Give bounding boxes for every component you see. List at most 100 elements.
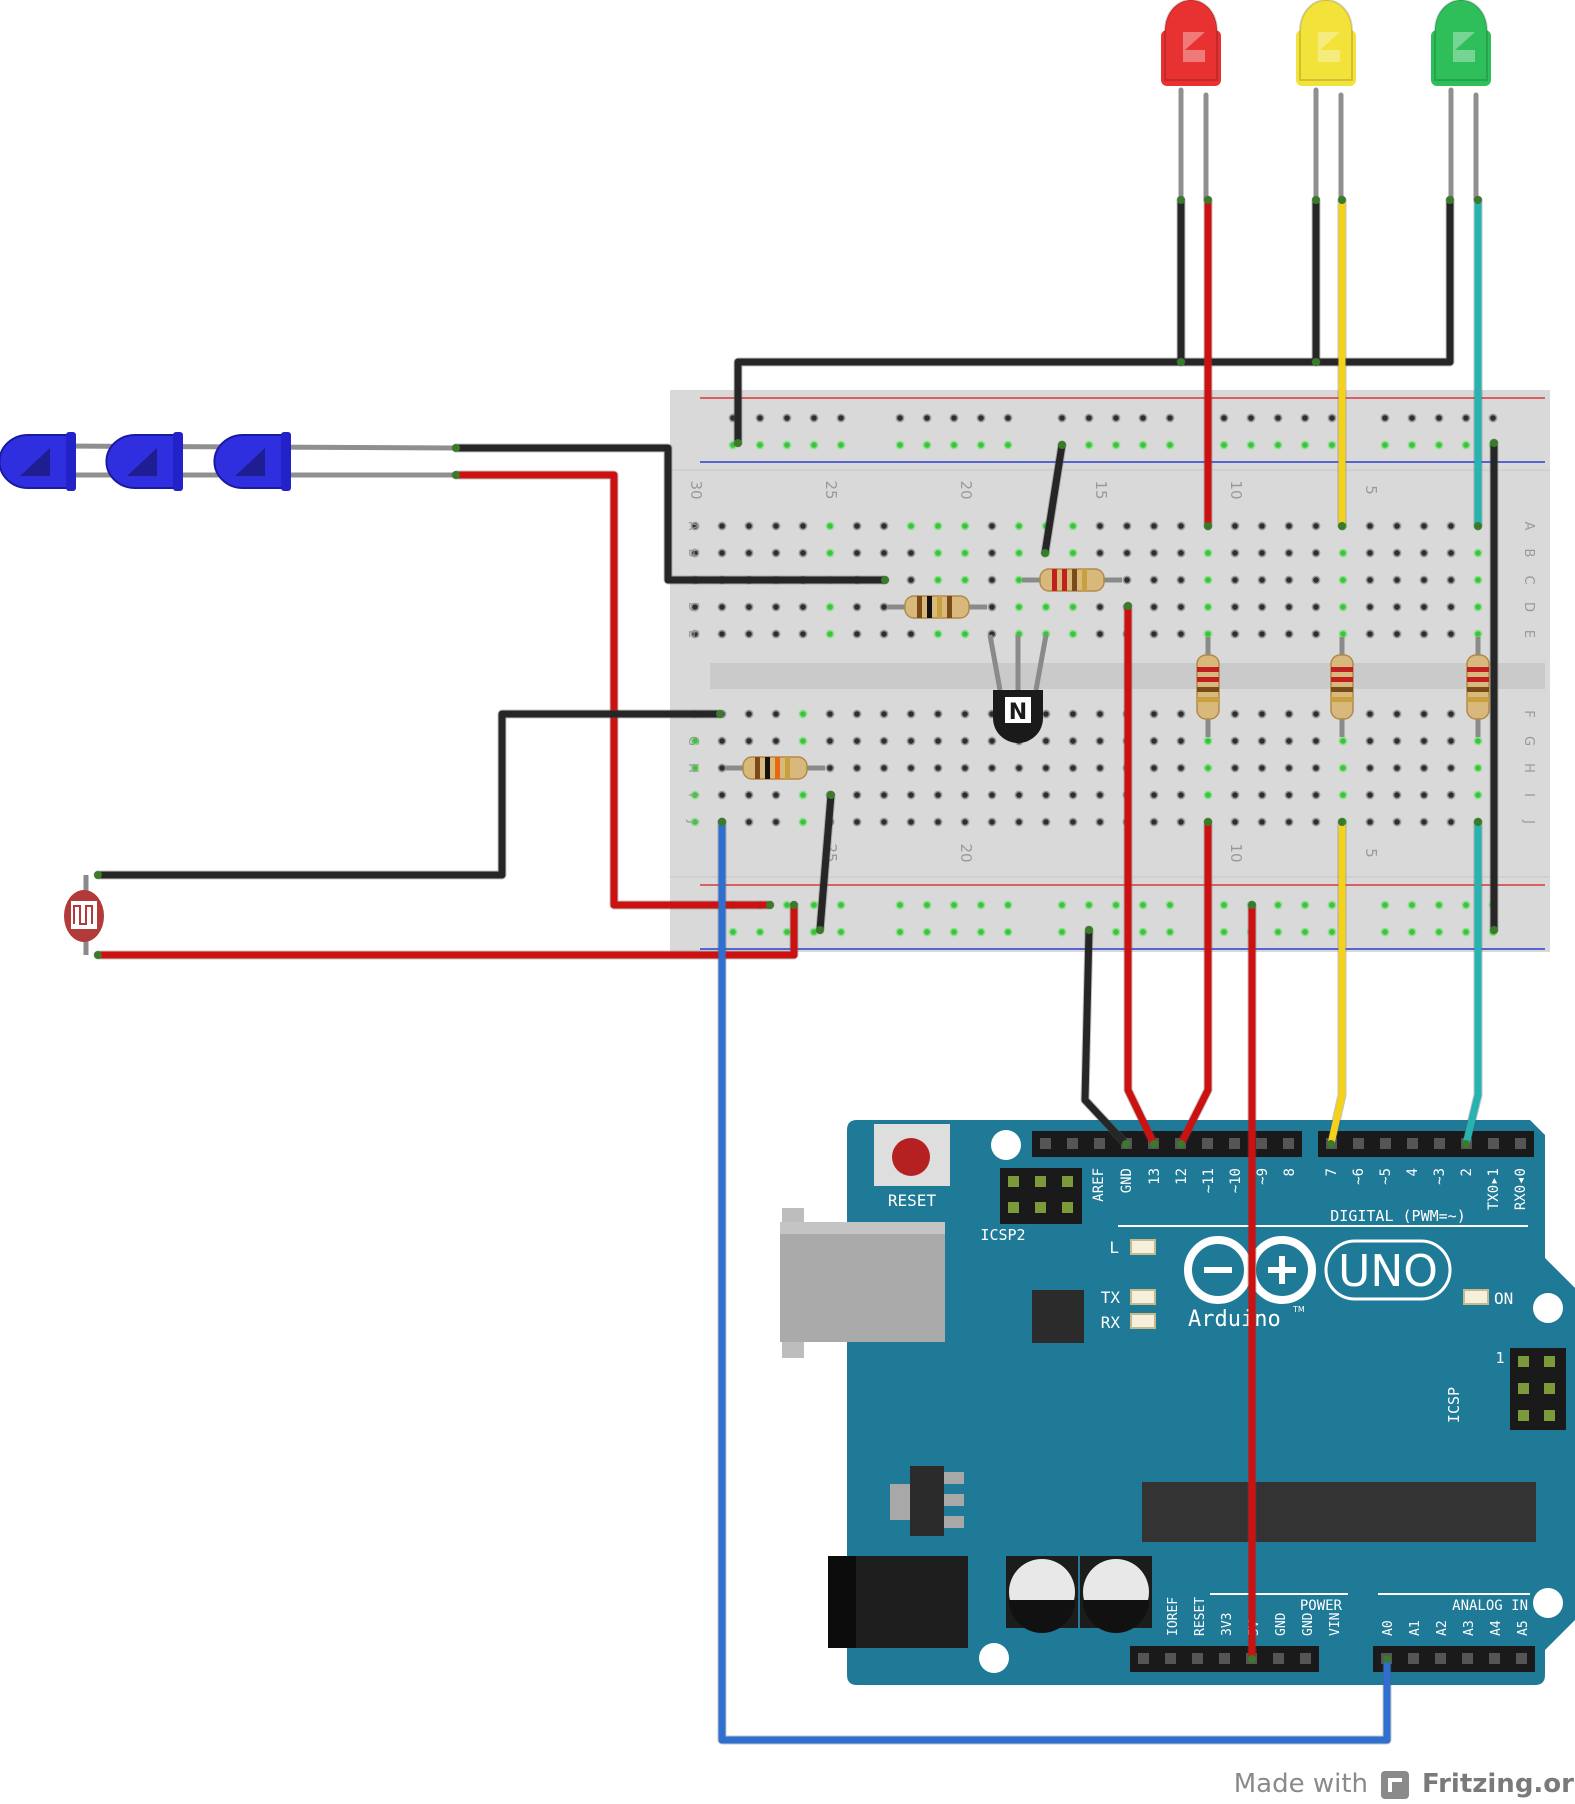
breadboard-hole bbox=[690, 817, 700, 827]
analog-header-pin bbox=[1408, 1653, 1419, 1664]
breadboard-hole bbox=[1041, 817, 1051, 827]
rail-hole bbox=[836, 440, 846, 450]
resistor-yellow-led bbox=[1330, 637, 1354, 737]
power-pin-label: 3V3 bbox=[1220, 1613, 1235, 1636]
breadboard-hole bbox=[1419, 763, 1429, 773]
row-letter: C bbox=[1521, 575, 1536, 584]
breadboard-hole bbox=[1257, 629, 1267, 639]
breadboard-hole bbox=[933, 817, 943, 827]
breadboard-hole bbox=[798, 709, 808, 719]
breadboard-hole bbox=[1203, 575, 1213, 585]
breadboard-hole bbox=[1176, 709, 1186, 719]
rail-hole bbox=[1300, 440, 1310, 450]
mounting-hole bbox=[979, 1643, 1009, 1673]
breadboard-hole bbox=[771, 521, 781, 531]
digital-header-a-pin bbox=[1202, 1138, 1213, 1149]
breadboard-hole bbox=[1392, 629, 1402, 639]
power-header-pin bbox=[1192, 1653, 1203, 1664]
regulator-pin bbox=[944, 1472, 964, 1484]
led-l bbox=[1130, 1239, 1156, 1255]
breadboard-hole bbox=[1284, 575, 1294, 585]
rail-hole bbox=[1327, 900, 1337, 910]
row-letter: D bbox=[1521, 602, 1536, 612]
breadboard-hole bbox=[744, 790, 754, 800]
breadboard-hole bbox=[1176, 736, 1186, 746]
breadboard-hole bbox=[1311, 817, 1321, 827]
breadboard-hole bbox=[1338, 602, 1348, 612]
breadboard-hole bbox=[987, 817, 997, 827]
made-with-label: Made with bbox=[1234, 1769, 1368, 1799]
rail-hole bbox=[1057, 413, 1067, 423]
breadboard-hole bbox=[960, 736, 970, 746]
breadboard-hole bbox=[1095, 548, 1105, 558]
breadboard-hole bbox=[852, 602, 862, 612]
breadboard-hole bbox=[1176, 790, 1186, 800]
breadboard-hole bbox=[1122, 575, 1132, 585]
breadboard-hole bbox=[1338, 763, 1348, 773]
digital-pin-label: 13 bbox=[1147, 1168, 1163, 1185]
resistor-band bbox=[1467, 687, 1489, 692]
icsp-pin bbox=[1544, 1356, 1555, 1367]
wire-gnd-arduino bbox=[1081, 926, 1130, 1148]
rail-hole bbox=[949, 440, 959, 450]
digital-pin-label: TX0▸1 bbox=[1486, 1168, 1502, 1210]
resistor-band bbox=[1197, 667, 1219, 672]
breadboard-hole bbox=[1365, 709, 1375, 719]
digital-header-b-pin bbox=[1407, 1138, 1418, 1149]
rail-hole bbox=[1407, 440, 1417, 450]
breadboard-hole bbox=[933, 629, 943, 639]
analog-header-body bbox=[1373, 1646, 1535, 1672]
breadboard-hole bbox=[1257, 521, 1267, 531]
row-letter: B bbox=[685, 549, 700, 558]
rail-hole bbox=[1461, 440, 1471, 450]
wire-pin7-end bbox=[1327, 1140, 1335, 1148]
power-header-pin bbox=[1165, 1653, 1176, 1664]
breadboard-hole bbox=[852, 548, 862, 558]
breadboard-hole bbox=[933, 575, 943, 585]
breadboard-hole bbox=[906, 548, 916, 558]
row-letter: F bbox=[1521, 710, 1536, 717]
digital-header-a-pin bbox=[1283, 1138, 1294, 1149]
breadboard-hole bbox=[1257, 709, 1267, 719]
breadboard-hole bbox=[1068, 629, 1078, 639]
breadboard-hole bbox=[1284, 817, 1294, 827]
blue-led-1 bbox=[0, 432, 76, 491]
wire-a0-end bbox=[718, 818, 726, 826]
breadboard-hole bbox=[906, 521, 916, 531]
breadboard-hole bbox=[1365, 763, 1375, 773]
breadboard-hole bbox=[1392, 817, 1402, 827]
breadboard-hole bbox=[1392, 790, 1402, 800]
breadboard-hole bbox=[825, 736, 835, 746]
resistor-band bbox=[1062, 569, 1067, 591]
rail-hole bbox=[922, 440, 932, 450]
breadboard-hole bbox=[1149, 629, 1159, 639]
row-letter: A bbox=[685, 522, 700, 531]
breadboard-hole bbox=[960, 548, 970, 558]
rail-hole bbox=[1084, 900, 1094, 910]
breadboard-hole bbox=[1392, 575, 1402, 585]
blue-led-die-icon bbox=[20, 448, 50, 476]
breadboard-hole bbox=[1311, 763, 1321, 773]
row-letter: J bbox=[685, 819, 700, 824]
breadboard-hole bbox=[1068, 736, 1078, 746]
resistor-red-led bbox=[1196, 637, 1220, 737]
breadboard-hole bbox=[987, 736, 997, 746]
breadboard-hole bbox=[1257, 790, 1267, 800]
breadboard-hole bbox=[1176, 763, 1186, 773]
rail-hole bbox=[1300, 900, 1310, 910]
breadboard-hole bbox=[1149, 790, 1159, 800]
resistor-band bbox=[1072, 569, 1077, 591]
wire-pin13-end bbox=[1124, 602, 1132, 610]
analog-pin-label: A1 bbox=[1408, 1620, 1423, 1636]
breadboard-hole bbox=[1014, 763, 1024, 773]
digital-pin-label: 2 bbox=[1459, 1168, 1475, 1176]
resistor-band bbox=[1197, 677, 1219, 682]
breadboard-hole bbox=[1122, 548, 1132, 558]
usb-interface-chip bbox=[1032, 1290, 1084, 1343]
rail-hole bbox=[1488, 413, 1498, 423]
breadboard-hole bbox=[906, 709, 916, 719]
breadboard-hole bbox=[825, 629, 835, 639]
rail-hole bbox=[922, 413, 932, 423]
